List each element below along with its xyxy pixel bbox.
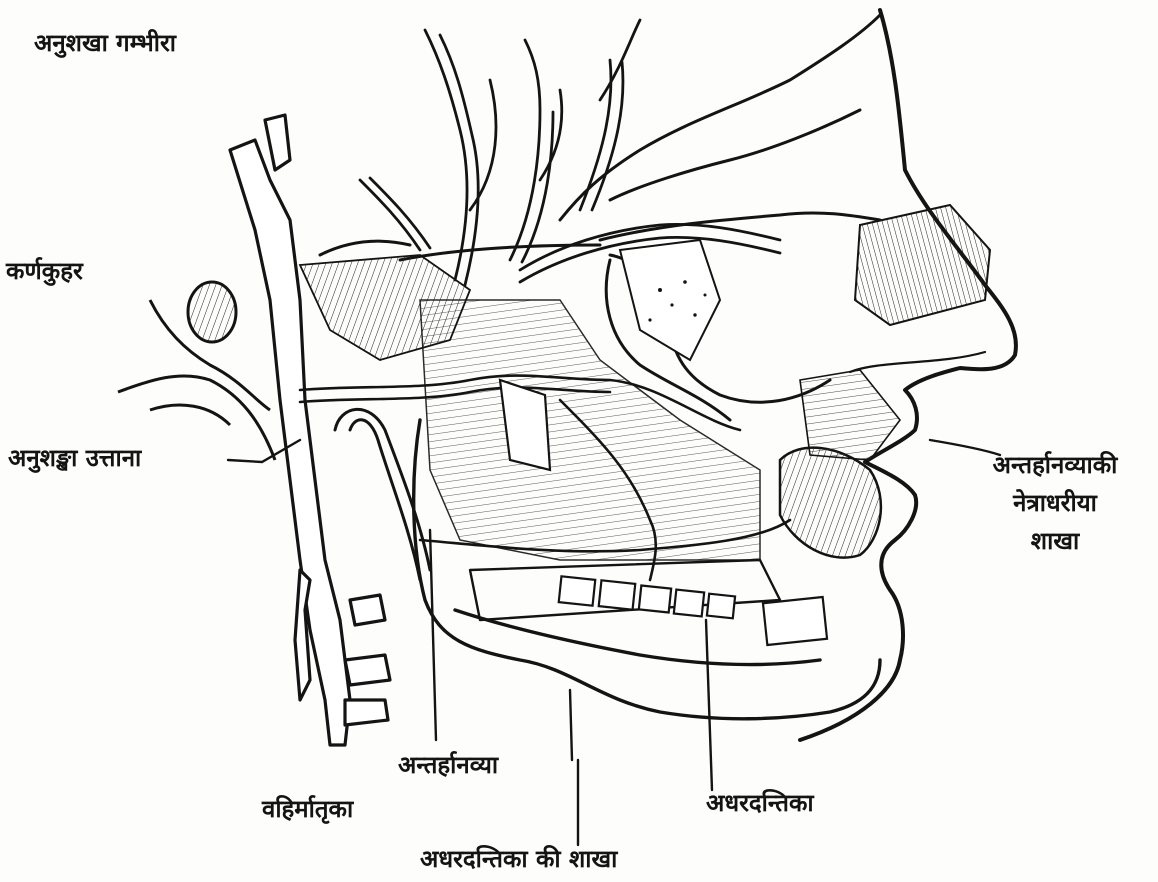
cheek-muscle (800, 370, 900, 460)
label-anushankha-uttana: अनुशङ्खा उत्ताना (8, 445, 141, 473)
label-antarhanvya: अन्तर्हानव्या (398, 752, 498, 780)
label-karnakuhar: कर्णकुहर (6, 258, 83, 286)
label-anushankha-gambhira: अनुशखा गम्भीरा (34, 30, 176, 58)
external-carotid (230, 115, 390, 745)
label-antarhanvya-netra-2: नेत्राधरीया (960, 490, 1150, 518)
lower-teeth (559, 576, 827, 645)
temporal-artery-branches (360, 20, 780, 285)
label-adhardantika: अधरदन्तिका (706, 790, 814, 818)
label-bahirmatrika: वहिर्मातृका (262, 796, 353, 824)
ear-region (118, 282, 275, 460)
label-antarhanvya-netra-1: अन्तर्हानव्याकी (960, 452, 1150, 480)
nasal-muscle (855, 205, 990, 325)
label-antarhanvya-netra-3: शाखा (960, 528, 1150, 556)
label-adhardantika-shakha: अधरदन्तिका की शाखा (420, 846, 617, 874)
maxilla-sinus (620, 240, 720, 360)
